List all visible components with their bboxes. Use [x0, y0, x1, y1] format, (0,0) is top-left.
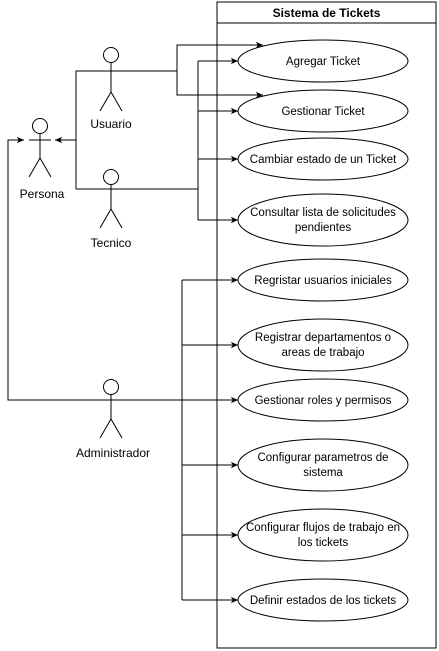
use-case-label: Definir estados de los tickets — [250, 595, 397, 607]
use-case-agregar-ticket[interactable]: Agregar Ticket — [237, 39, 409, 83]
use-case-label: Regristar usuarios iniciales — [254, 275, 392, 287]
use-case-label: Cambiar estado de un Ticket — [250, 154, 397, 166]
use-case-ellipse — [237, 137, 409, 181]
use-case-label-line-2: sistema — [303, 467, 343, 479]
use-case-configurar-parametros[interactable]: Configurar parametros de sistema — [237, 438, 409, 492]
actor-persona[interactable]: Persona — [20, 118, 65, 202]
use-case-label: Gestionar roles y permisos — [255, 395, 392, 407]
use-case-ellipse — [237, 438, 409, 492]
use-case-registrar-departamentos[interactable]: Registrar departamentos o areas de traba… — [237, 318, 409, 372]
use-case-label-line-2: los tickets — [298, 537, 349, 549]
use-case-configurar-flujos[interactable]: Configurar flujos de trabajo en los tick… — [237, 508, 409, 562]
usuario-persona-generalization — [55, 70, 100, 144]
use-case-label-line-1: Consultar lista de solicitudes — [250, 207, 396, 219]
actor-label: Tecnico — [91, 236, 132, 250]
actor-label: Usuario — [90, 117, 132, 131]
use-case-registrar-usuarios[interactable]: Regristar usuarios iniciales — [237, 258, 409, 302]
connector-lines — [7, 41, 263, 604]
use-case-gestionar-roles[interactable]: Gestionar roles y permisos — [237, 378, 409, 422]
use-case-ellipse — [237, 39, 409, 83]
admin-persona-generalization — [7, 136, 100, 401]
use-case-ellipse — [237, 378, 409, 422]
use-case-label-line-1: Configurar flujos de trabajo en — [246, 522, 400, 534]
use-case-label-line-1: Registrar departamentos o — [255, 332, 391, 344]
actor-usuario[interactable]: Usuario — [90, 47, 132, 132]
use-case-label: Gestionar Ticket — [281, 106, 365, 118]
usuario-gestionar-connector — [176, 71, 263, 99]
use-case-consultar-lista[interactable]: Consultar lista de solicitudes pendiente… — [237, 193, 409, 247]
stick-figure-icon — [99, 379, 123, 439]
use-case-ellipse — [237, 193, 409, 247]
use-case-ellipse — [237, 258, 409, 302]
use-case-label-line-2: pendientes — [295, 222, 352, 234]
use-case-ellipse — [237, 89, 409, 133]
actor-label: Persona — [20, 187, 65, 201]
use-case-ellipse — [237, 318, 409, 372]
use-case-ellipse — [237, 508, 409, 562]
use-case-label-line-2: areas de trabajo — [281, 347, 364, 359]
use-case-label: Agregar Ticket — [286, 56, 361, 68]
use-case-gestionar-ticket[interactable]: Gestionar Ticket — [237, 89, 409, 133]
actor-label: Administrador — [76, 446, 150, 460]
stick-figure-icon — [99, 169, 123, 229]
system-title: Sistema de Tickets — [273, 6, 381, 20]
use-case-label-line-1: Configurar parametros de — [257, 452, 388, 464]
use-case-definir-estados[interactable]: Definir estados de los tickets — [237, 578, 409, 622]
actor-tecnico[interactable]: Tecnico — [91, 169, 132, 251]
actor-administrador[interactable]: Administrador — [76, 379, 150, 461]
stick-figure-icon — [28, 118, 52, 178]
use-case-cambiar-estado[interactable]: Cambiar estado de un Ticket — [237, 137, 409, 181]
stick-figure-icon — [99, 47, 123, 112]
tecnico-persona-generalization — [75, 140, 100, 190]
usuario-agregar-connector — [122, 41, 263, 72]
use-case-ellipse — [237, 578, 409, 622]
